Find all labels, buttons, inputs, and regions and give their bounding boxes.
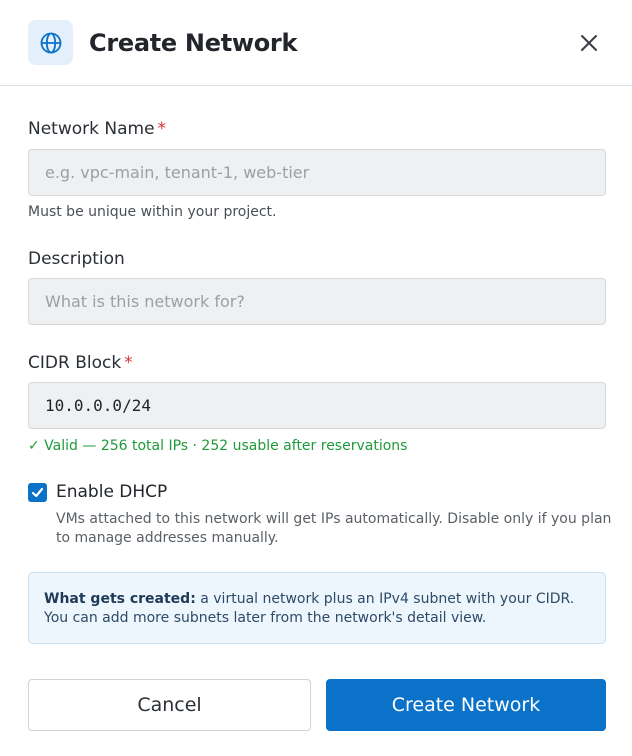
globe-icon [28,20,73,65]
info-callout-lead: What gets created: [44,591,196,607]
required-marker: * [157,119,167,139]
create-network-button[interactable]: Create Network [326,679,606,731]
description-label: Description [28,249,125,269]
cidr-input[interactable] [28,382,606,429]
enable-dhcp-description: VMs attached to this network will get IP… [56,511,612,546]
check-icon [31,487,44,498]
dialog-header: Create Network [0,0,632,86]
enable-dhcp-checkbox[interactable] [28,483,47,502]
cidr-label: CIDR Block* [28,353,133,373]
dialog-title: Create Network [89,29,298,57]
network-name-label: Network Name* [28,119,167,139]
network-name-hint: Must be unique within your project. [28,204,277,220]
close-button[interactable] [574,28,604,58]
cancel-button[interactable]: Cancel [28,679,311,731]
enable-dhcp-label[interactable]: Enable DHCP [56,482,168,502]
description-input[interactable] [28,278,606,325]
close-icon [581,35,597,51]
info-callout: What gets created: a virtual network plu… [28,572,606,644]
required-marker: * [124,353,133,373]
info-callout-text: a virtual network plus an IPv4 subnet wi… [44,591,575,626]
cidr-validation-message: ✓ Valid — 256 total IPs · 252 usable aft… [28,438,408,454]
network-name-input[interactable] [28,149,606,196]
